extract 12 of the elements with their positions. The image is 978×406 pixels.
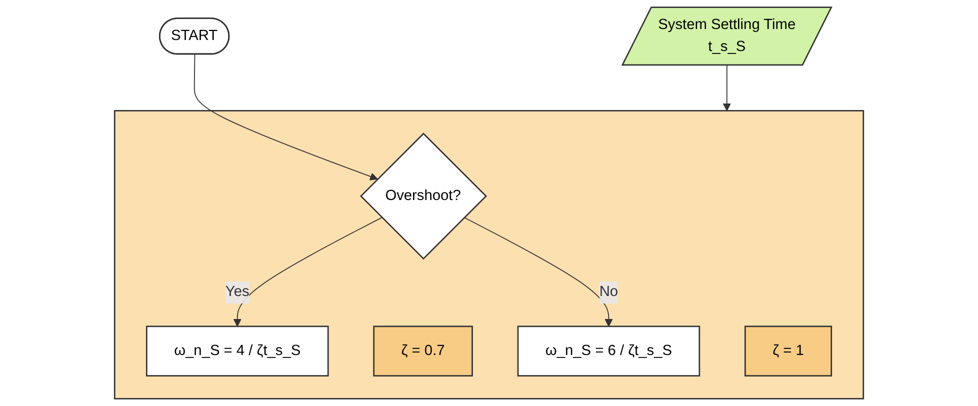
arrow [722,64,731,112]
node-box: ω_n_S = 6 / ζt_s_S [517,326,700,376]
edge-label: No [599,284,618,300]
cluster [114,110,864,400]
arrow [233,217,382,327]
arrow [464,217,613,327]
edge-label: Yes [225,284,250,300]
node-box: ζ = 0.7 [373,326,473,376]
node-box: ω_n_S = 4 / ζt_s_S [146,326,329,376]
node-diamond: Overshoot? [360,132,487,260]
node-box: ζ = 1 [744,326,832,376]
arrow [194,54,378,180]
